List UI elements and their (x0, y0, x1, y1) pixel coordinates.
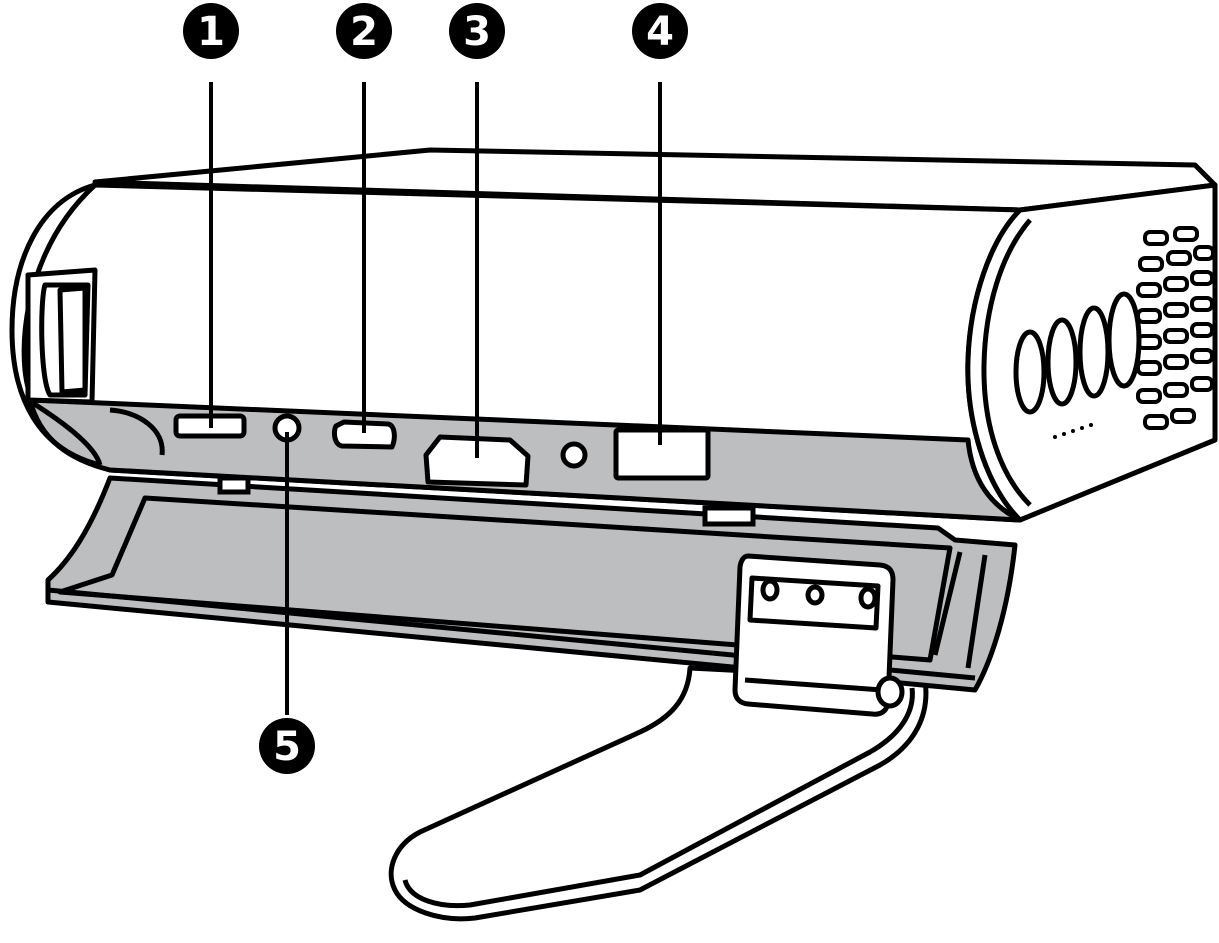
callout-4-label: 4 (646, 9, 674, 55)
control-buttons (1013, 291, 1142, 415)
callout-5: 5 (259, 718, 315, 774)
mount-tabs (217, 475, 756, 527)
callout-1: 1 (183, 3, 239, 59)
leader-lines (209, 82, 662, 715)
led-indicators (1053, 423, 1093, 439)
ports (173, 413, 711, 488)
callout-5-label: 5 (273, 724, 301, 770)
dc-in-port (560, 441, 588, 469)
stand-foot (388, 665, 929, 922)
callout-3-label: 3 (463, 9, 491, 55)
usb-c-port (331, 419, 397, 450)
hinge-bracket (732, 553, 905, 717)
callout-3: 3 (449, 3, 505, 59)
callout-1-label: 1 (197, 9, 225, 55)
callout-2: 2 (336, 3, 392, 59)
callout-2-label: 2 (350, 9, 378, 55)
callout-4: 4 (632, 3, 688, 59)
hdmi-port (423, 434, 531, 488)
vent-grille (1136, 226, 1215, 430)
